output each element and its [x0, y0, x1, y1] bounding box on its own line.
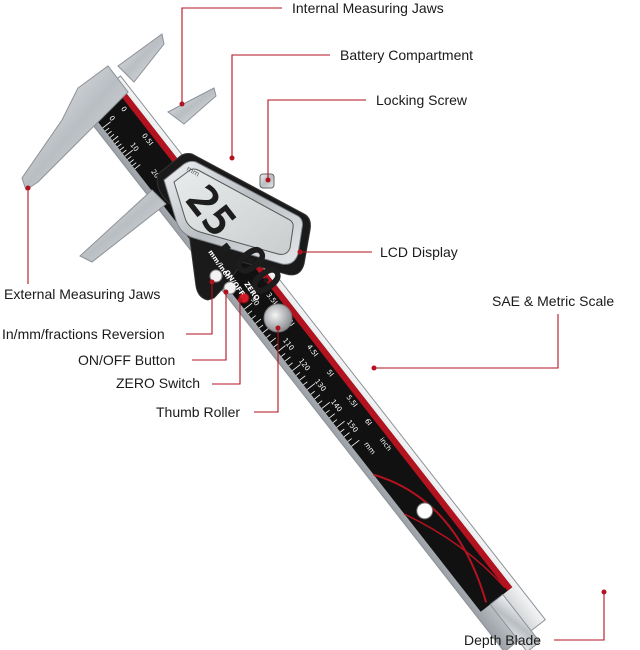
leader-battery: [231, 54, 330, 158]
label-sae-metric: SAE & Metric Scale: [492, 293, 614, 309]
fixed-internal-jaw: [117, 33, 165, 83]
leader-reversion: [186, 282, 213, 335]
scale-inch-0: 0: [119, 105, 128, 113]
scale-band: [86, 82, 513, 612]
caliper-image: 0 10 20 0 0.5I 90 100 110 120 130 140 15…: [21, 33, 546, 650]
fixed-jaw: [21, 65, 129, 191]
scale-num-10: 10: [128, 141, 140, 153]
label-internal-jaws: Internal Measuring Jaws: [292, 0, 444, 16]
red-swoosh: [373, 473, 488, 603]
label-thumb-roller: Thumb Roller: [156, 404, 240, 420]
scale-inch-5: 5I: [325, 368, 335, 378]
leader-thumb-roller: [254, 328, 279, 413]
leader-zero-switch: [212, 300, 241, 385]
lcd-screen: [173, 168, 294, 255]
label-depth-blade: Depth Blade: [464, 632, 541, 648]
label-battery: Battery Compartment: [340, 47, 473, 63]
scale-num-0: 0: [107, 114, 116, 122]
label-external-jaws: External Measuring Jaws: [4, 286, 160, 302]
depth-blade: [489, 593, 541, 650]
slider-internal-jaw: [167, 87, 217, 125]
beam-hole: [416, 502, 434, 520]
label-on-off: ON/OFF Button: [78, 352, 175, 368]
scale-ticks: [102, 121, 360, 447]
leader-sae-metric: [374, 314, 559, 369]
label-lcd-display: LCD Display: [380, 244, 458, 260]
leader-depth-blade: [554, 592, 605, 641]
scale-num-20: 20: [149, 168, 161, 180]
leader-locking-screw: [267, 99, 366, 180]
callouts: Internal Measuring Jaws Battery Compartm…: [2, 0, 614, 648]
red-stripe: [113, 82, 513, 591]
label-reversion: In/mm/fractions Reversion: [2, 326, 165, 342]
leader-internal-jaws: [181, 7, 282, 104]
mode-button[interactable]: [209, 269, 223, 283]
scale-num-90: 90: [249, 296, 261, 308]
label-zero-switch: ZERO Switch: [116, 375, 200, 391]
label-locking-screw: Locking Screw: [376, 92, 468, 108]
leader-on-off: [192, 292, 227, 361]
slider-external-jaw: [79, 189, 167, 263]
scale-inch-6: 6I: [363, 417, 373, 427]
